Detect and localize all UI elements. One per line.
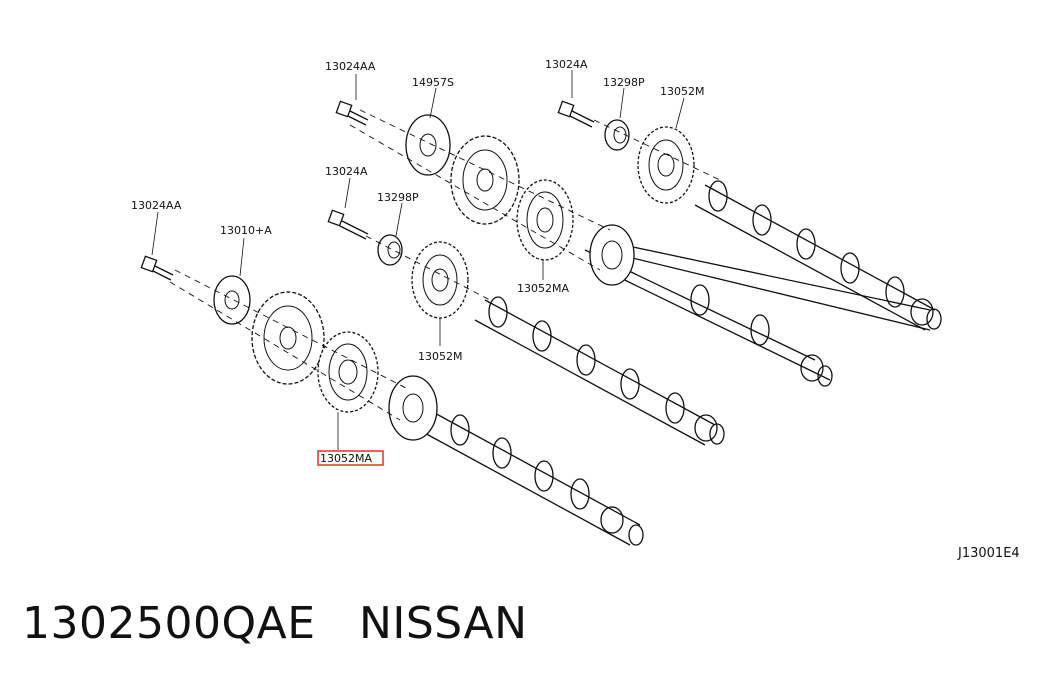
callout-13024aa-upper: 13024AA	[325, 60, 376, 73]
callout-13052ma-front: 13052MA	[320, 452, 372, 465]
camshaft-rear-intake	[694, 180, 942, 331]
bolt-13024aa-upper	[335, 100, 369, 126]
leader-lines	[151, 70, 685, 450]
callout-13024a-rear-right: 13024A	[545, 58, 588, 71]
gear-13052m-rear	[637, 126, 695, 204]
bolt-13024a-middle	[327, 209, 369, 240]
gear-13052ma-front	[317, 331, 379, 413]
callout-13298p-rear: 13298P	[603, 76, 645, 89]
flange-rear	[589, 224, 635, 286]
callout-13052m-middle: 13052M	[418, 350, 462, 363]
camshaft-middle	[474, 249, 833, 446]
highlight-box	[317, 450, 384, 466]
plate-14957s	[405, 114, 451, 176]
bolt-13024a-rear-right	[557, 100, 595, 128]
callout-13052ma-rear: 13052MA	[517, 282, 569, 295]
callout-14957s: 14957S	[412, 76, 454, 89]
part-number-caption: 1302500QAE NISSAN	[22, 598, 528, 649]
plate-13010a	[213, 275, 251, 325]
flange-front	[388, 375, 438, 441]
bolt-13024aa-front	[140, 255, 174, 281]
washer-13298p-rear	[604, 119, 630, 151]
callout-13010a: 13010+A	[220, 224, 272, 237]
callout-13052m-rear: 13052M	[660, 85, 704, 98]
gear-13052ma-rear	[516, 179, 574, 261]
sprocket-front	[251, 291, 325, 385]
diagram-code: J13001E4	[957, 546, 1020, 561]
callout-13024a-middle: 13024A	[325, 165, 368, 178]
callout-13024aa-front: 13024AA	[131, 199, 182, 212]
sprocket-rear	[450, 135, 520, 225]
camshaft-rear-exhaust	[599, 239, 931, 331]
camshaft-front	[409, 404, 644, 546]
callout-13298p-middle: 13298P	[377, 191, 419, 204]
camshaft-exploded-diagram: 13024AA 14957S 13024A 13298P 13052M 1302…	[131, 58, 1020, 561]
washer-13298p-middle	[377, 234, 403, 266]
gear-13052m-middle	[411, 241, 469, 319]
